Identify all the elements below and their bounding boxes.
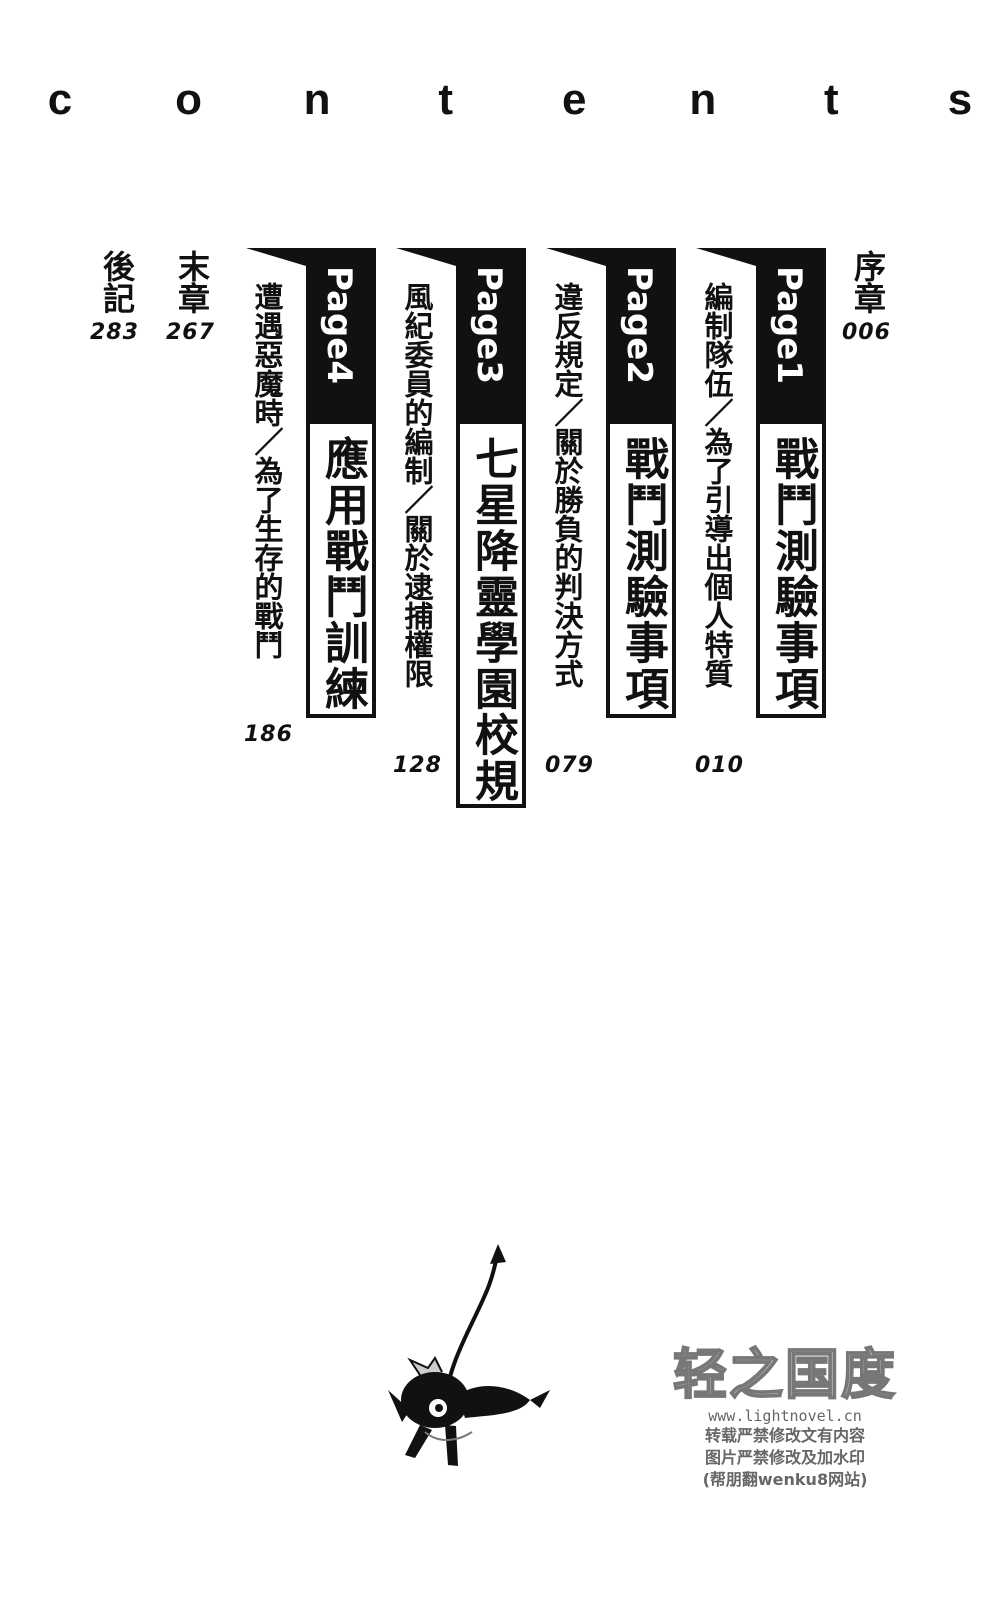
epilogue-title: 末章 (173, 250, 211, 314)
prologue-title: 序章 (849, 250, 887, 314)
chapter1-page: 010 (695, 753, 744, 778)
chapter2-page: 079 (545, 753, 594, 778)
chapter4-wedge (246, 248, 306, 266)
chapter4-page: 186 (244, 722, 293, 747)
watermark-title: 轻之国度 (672, 1342, 897, 1407)
afterword-page: 283 (90, 320, 139, 345)
title-letter: n (689, 75, 717, 124)
watermark-line: 图片严禁修改及加水印 (704, 1448, 865, 1467)
epilogue-page: 267 (166, 320, 215, 345)
watermark-line: 转载严禁修改文有内容 (704, 1426, 865, 1445)
chapter2-wedge (546, 248, 606, 266)
watermark-url: www.lightnovel.cn (708, 1407, 862, 1425)
chapter3-title: 七星降靈學園校規 (467, 436, 518, 804)
chapter4-subtitle: 遭遇惡魔時／為了生存的戰鬥 (250, 282, 284, 659)
chapter2-title-box: 戰鬥測驗事項 (606, 420, 676, 718)
chapter4-title-box: 應用戰鬥訓練 (306, 420, 376, 718)
chapter1-title-box: 戰鬥測驗事項 (756, 420, 826, 718)
title-letter: n (303, 75, 331, 124)
title-letter: o (175, 75, 202, 124)
chapter2-tab-label: Page2 (619, 266, 659, 385)
chapter4-tab: Page4 (306, 248, 376, 424)
title-letter: t (824, 75, 839, 124)
title-letter: t (438, 75, 454, 124)
chapter4-title: 應用戰鬥訓練 (317, 436, 368, 712)
chapter3-tab-label: Page3 (469, 266, 509, 385)
chapter1-wedge (696, 248, 756, 266)
chapter2-title: 戰鬥測驗事項 (617, 436, 668, 712)
chapter3-wedge (396, 248, 456, 266)
chapter1-tab: Page1 (756, 248, 826, 424)
watermark-line: (帮朋翻wenku8网站) (702, 1470, 868, 1489)
title-letter: e (562, 75, 587, 124)
chapter3-tab: Page3 (456, 248, 526, 424)
chapter3-subtitle: 風紀委員的編制／關於逮捕權限 (400, 282, 434, 688)
devil-cat-illustration (388, 1244, 550, 1466)
chapter1-title: 戰鬥測驗事項 (767, 436, 818, 712)
title-letter: s (947, 75, 973, 124)
chapter4-tab-label: Page4 (319, 266, 359, 385)
chapter1-tab-label: Page1 (769, 266, 809, 385)
chapter2-tab: Page2 (606, 248, 676, 424)
chapter1-subtitle: 編制隊伍／為了引導出個人特質 (700, 282, 734, 688)
prologue-page: 006 (842, 320, 891, 345)
title-letter: c (47, 75, 73, 124)
chapter3-page: 128 (393, 753, 442, 778)
watermark: 轻之国度 www.lightnovel.cn 转载严禁修改文有内容 图片严禁修改… (660, 1330, 910, 1491)
contents-title: c o n t e n t s (40, 78, 980, 122)
chapter2-subtitle: 違反規定／關於勝負的判決方式 (550, 282, 584, 688)
afterword-title: 後記 (98, 250, 136, 314)
chapter3-title-box: 七星降靈學園校規 (456, 420, 526, 808)
